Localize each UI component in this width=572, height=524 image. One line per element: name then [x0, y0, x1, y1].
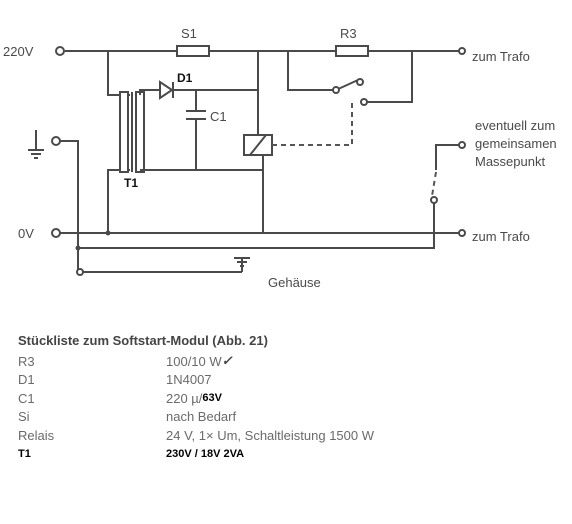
- housing-ground: [76, 257, 250, 276]
- parts-row-d1: D1 1N4007: [18, 371, 558, 390]
- out-top-terminal: [458, 47, 466, 55]
- fuse-s1: [176, 45, 210, 57]
- label-capacitor: C1: [210, 109, 227, 124]
- label-zero: 0V: [18, 226, 34, 241]
- part-ref: Si: [18, 409, 30, 425]
- label-note-1: eventuell zum: [475, 118, 555, 133]
- part-ref: Relais: [18, 427, 55, 443]
- mains-terminal: [55, 46, 65, 56]
- capacitor-c1: [186, 110, 206, 120]
- part-ref: D1: [18, 372, 35, 388]
- circuit-schematic: 220V 0V S1 R3 D1 C1 T1 zum Trafo zum Tra…: [3, 26, 557, 290]
- parts-row-r3: R3 100/10 W ✓: [18, 352, 558, 371]
- resistor-r3: [335, 45, 369, 57]
- parts-row-c1: C1 220 µ/63V: [18, 389, 558, 408]
- neutral-rail: [51, 170, 466, 251]
- label-resistor: R3: [340, 26, 357, 41]
- part-value: 24 V, 1× Um, Schaltleistung 1500 W: [166, 427, 374, 443]
- relay-contact: [287, 51, 413, 106]
- label-note-2: gemeinsamen: [475, 136, 557, 151]
- part-ref: R3: [18, 353, 35, 369]
- parts-list-title: Stückliste zum Softstart-Modul (Abb. 21): [18, 333, 268, 348]
- part-value-voltage: 63V: [202, 392, 222, 405]
- label-mains: 220V: [3, 44, 34, 59]
- label-transformer: T1: [124, 176, 138, 190]
- diode-d1: [159, 80, 174, 100]
- label-note-3: Massepunkt: [475, 154, 545, 169]
- label-out-bottom: zum Trafo: [472, 229, 530, 244]
- label-out-top: zum Trafo: [472, 49, 530, 64]
- parts-row-t1: T1 230V / 18V 2VA: [18, 445, 558, 464]
- part-ref: T1: [18, 447, 31, 460]
- mains-rail: [55, 46, 466, 56]
- part-value: 230V / 18V 2VA: [166, 447, 245, 460]
- part-ref: C1: [18, 390, 35, 406]
- label-diode: D1: [177, 71, 193, 85]
- check-mark-icon: ✓: [221, 353, 233, 369]
- transformer-t1: [107, 51, 145, 231]
- part-value: 100/10 W: [166, 353, 222, 369]
- optional-ground-link: [80, 141, 466, 249]
- parts-list: Stückliste zum Softstart-Modul (Abb. 21)…: [18, 333, 558, 463]
- part-value: 1N4007: [166, 372, 212, 388]
- parts-row-relais: Relais 24 V, 1× Um, Schaltleistung 1500 …: [18, 426, 558, 445]
- part-value: 220 µ/: [166, 390, 203, 406]
- label-fuse: S1: [181, 26, 197, 41]
- earth-terminal: [28, 130, 79, 272]
- part-value: nach Bedarf: [166, 409, 237, 425]
- parts-row-si: Si nach Bedarf: [18, 408, 558, 427]
- label-housing: Gehäuse: [268, 275, 321, 290]
